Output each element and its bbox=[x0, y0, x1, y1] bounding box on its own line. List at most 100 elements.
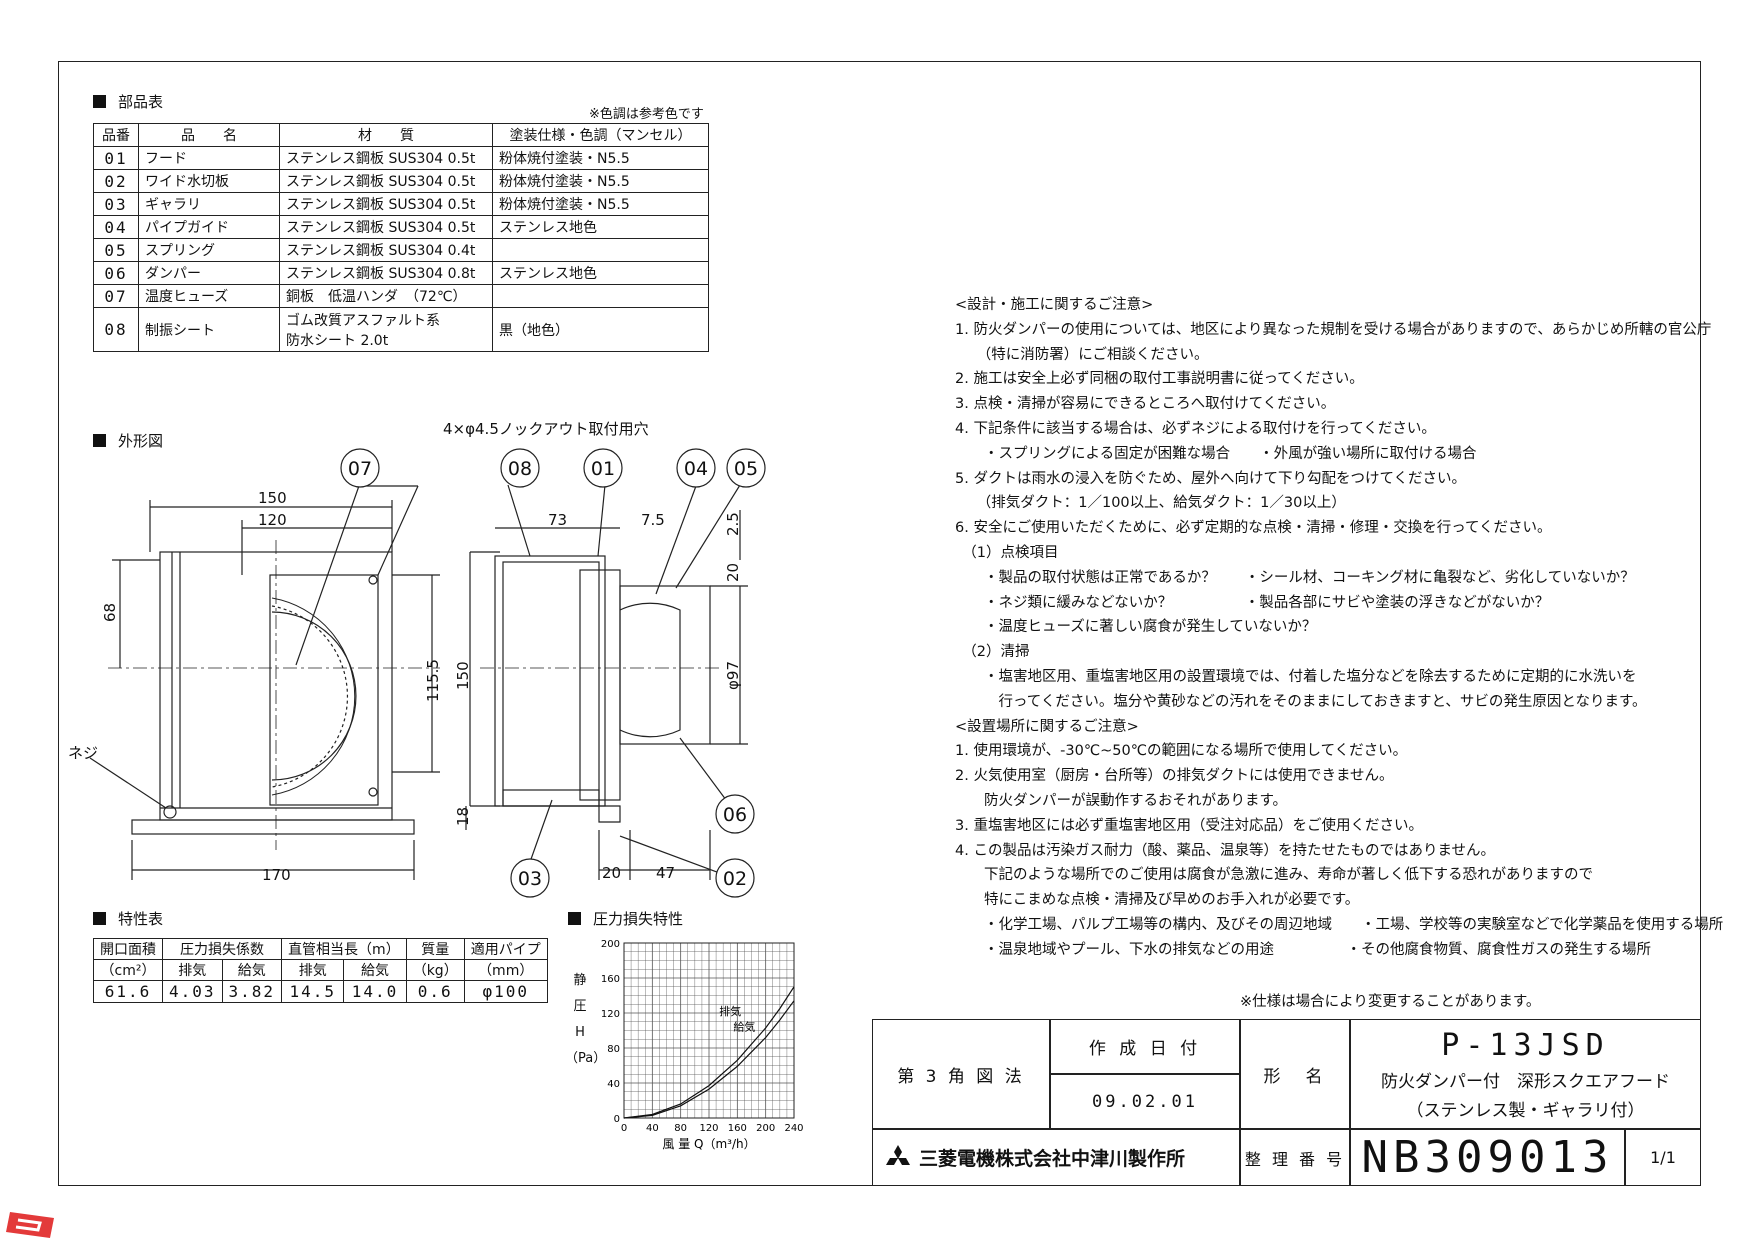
part-number: 02 bbox=[93, 169, 139, 193]
balloon-03 bbox=[510, 858, 550, 898]
y-tick-label: 80 bbox=[607, 1044, 620, 1055]
parts-header-material: 材 質 bbox=[279, 123, 493, 147]
part-material-line-2: 防水シート 2.0t bbox=[286, 332, 389, 349]
spec-table: 開口面積 圧力損失係数 直管相当長（m） 質量 適用パイプ （cm²） 排気 給… bbox=[93, 938, 548, 1003]
spec-change-note: ※仕様は場合により変更することがあります。 bbox=[1240, 994, 1541, 1010]
note-line: （排気ダクト：1／100以上、給気ダクト：1／30以上） bbox=[955, 495, 1346, 512]
series-line-intake bbox=[623, 1000, 795, 1119]
date-label: 作 成 日 付 bbox=[1050, 1019, 1240, 1074]
side-view-hood bbox=[494, 555, 606, 807]
balloon-06 bbox=[715, 794, 755, 834]
note-line: （1）点検項目 bbox=[955, 544, 1059, 561]
part-finish: 粉体焼付塗装・N5.5 bbox=[492, 146, 709, 170]
notes-block: <設計・施工に関するご注意>1. 防火ダンパーの使用については、地区により異なっ… bbox=[955, 293, 1723, 963]
ref-number-label: 整 理 番 号 bbox=[1240, 1129, 1350, 1186]
note-line: 3. 重塩害地区には必ず重塩害地区用（受注対応品）をご使用ください。 bbox=[955, 817, 1423, 834]
balloon-01 bbox=[583, 448, 623, 488]
dim-2-5: 2.5 bbox=[724, 512, 742, 536]
part-name: ダンパー bbox=[138, 261, 280, 285]
dim-18: 18 bbox=[454, 807, 472, 826]
spec-value-len-intake: 14.0 bbox=[343, 980, 407, 1003]
parts-header-name: 品 名 bbox=[138, 123, 280, 147]
note-line: （2）清掃 bbox=[955, 644, 1030, 661]
ylabel-char-1: 静 bbox=[573, 973, 587, 988]
projection-method: 第 3 角 図 法 bbox=[872, 1019, 1050, 1129]
spec-loss-exhaust-header: 排気 bbox=[162, 959, 223, 981]
ylabel-char-2: 圧 bbox=[573, 999, 587, 1014]
series-label: 排気 bbox=[719, 1004, 741, 1018]
dim-68: 68 bbox=[101, 603, 119, 622]
spec-value-area: 61.6 bbox=[93, 980, 163, 1003]
part-finish: ステンレス地色 bbox=[492, 261, 709, 285]
parts-header-finish: 塗装仕様・色調（マンセル） bbox=[492, 123, 709, 147]
note-line: 3. 点検・清掃が容易にできるところへ取付けてください。 bbox=[955, 396, 1336, 413]
note-line: <設置場所に関するご注意> bbox=[955, 718, 1139, 735]
note-line: 5. ダクトは雨水の浸入を防ぐため、屋外へ向けて下り勾配をつけてください。 bbox=[955, 470, 1467, 487]
note-line: 1. 使用環境が、-30℃~50℃の範囲になる場所で使用してください。 bbox=[955, 743, 1408, 760]
part-material: ステンレス鋼板 SUS304 0.5t bbox=[279, 169, 493, 193]
dim-170: 170 bbox=[262, 866, 291, 884]
part-finish: 粉体焼付塗装・N5.5 bbox=[492, 169, 709, 193]
x-tick-label: 200 bbox=[756, 1123, 775, 1134]
model-cell: P-13JSD 防火ダンパー付 深形スクエアフード （ステンレス製・ギャラリ付） bbox=[1350, 1019, 1701, 1129]
company-name: 三菱電機株式会社中津川製作所 bbox=[919, 1148, 1186, 1170]
spec-value-loss-intake: 3.82 bbox=[221, 980, 283, 1003]
x-tick-label: 240 bbox=[784, 1123, 803, 1134]
spec-header-pipe-length: 直管相当長（m） bbox=[281, 938, 407, 960]
note-line: 4. この製品は汚染ガス耐力（酸、薬品、温泉等）を持たせたものではありません。 bbox=[955, 842, 1496, 859]
corner-stamp-icon bbox=[6, 1212, 54, 1238]
part-name: パイプガイド bbox=[138, 215, 280, 239]
y-tick-label: 40 bbox=[607, 1079, 620, 1090]
spec-header-pipe: 適用パイプ bbox=[463, 938, 548, 960]
note-line: <設計・施工に関するご注意> bbox=[955, 297, 1154, 313]
x-tick-label: 0 bbox=[621, 1123, 627, 1134]
balloon-label-02: 02 bbox=[723, 868, 747, 890]
note-line: 4. 下記条件に該当する場合は、必ずネジによる取付けを行ってください。 bbox=[955, 420, 1436, 437]
dim-20-horizontal: 20 bbox=[602, 864, 621, 882]
spec-section-title: 特性表 bbox=[93, 908, 163, 929]
spec-loss-intake-header: 給気 bbox=[221, 959, 283, 981]
dim-150-height: 150 bbox=[454, 661, 472, 690]
knockout-label: 4×φ4.5ノックアウト取付用穴 bbox=[443, 420, 649, 438]
part-material: ゴム改質アスファルト系防水シート 2.0t bbox=[279, 307, 493, 352]
y-tick-label: 160 bbox=[601, 974, 620, 985]
balloon-label-08: 08 bbox=[508, 458, 532, 480]
page-number: 1/1 bbox=[1625, 1129, 1701, 1186]
spec-unit-mass: （kg） bbox=[405, 959, 465, 981]
three-diamonds-logo-icon bbox=[886, 1144, 910, 1165]
model-number: P-13JSD bbox=[1441, 1027, 1610, 1063]
part-material: ステンレス鋼板 SUS304 0.5t bbox=[279, 192, 493, 216]
part-finish: 黒（地色） bbox=[492, 307, 709, 352]
part-name: 制振シート bbox=[138, 307, 280, 352]
part-number: 08 bbox=[93, 307, 139, 352]
dim-115-5: 115.5 bbox=[424, 659, 442, 702]
dim-120: 120 bbox=[258, 511, 287, 529]
note-line: 6. 安全にご使用いただくために、必ず定期的な点検・清掃・修理・交換を行ってくだ… bbox=[955, 520, 1552, 537]
part-name: ギャラリ bbox=[138, 192, 280, 216]
reference-number: NB309013 bbox=[1350, 1129, 1625, 1186]
spec-len-exhaust-header: 排気 bbox=[281, 959, 345, 981]
dim-150-width: 150 bbox=[258, 489, 287, 507]
note-line: ・化学工場、パルプ工場等の構内、及びその周辺地域 ・工場、学校等の実験室などで化… bbox=[955, 916, 1724, 933]
color-note: ※色調は参考色です bbox=[589, 107, 704, 122]
screw-label: ネジ bbox=[68, 744, 98, 762]
spec-value-pipe: φ100 bbox=[463, 980, 548, 1003]
balloon-label-03: 03 bbox=[518, 868, 542, 890]
part-number: 01 bbox=[93, 146, 139, 170]
note-line: 2. 施工は安全上必ず同梱の取付工事説明書に従ってください。 bbox=[955, 371, 1364, 388]
dim-phi97: φ97 bbox=[724, 661, 742, 690]
balloon-02 bbox=[715, 858, 755, 898]
balloon-05 bbox=[726, 448, 766, 488]
part-finish: 粉体焼付塗装・N5.5 bbox=[492, 192, 709, 216]
balloon-04 bbox=[676, 448, 716, 488]
spec-value-len-exhaust: 14.5 bbox=[281, 980, 345, 1003]
spec-header-area: 開口面積 bbox=[93, 938, 163, 960]
spec-header-mass: 質量 bbox=[405, 938, 465, 960]
y-tick-label: 120 bbox=[601, 1009, 620, 1020]
